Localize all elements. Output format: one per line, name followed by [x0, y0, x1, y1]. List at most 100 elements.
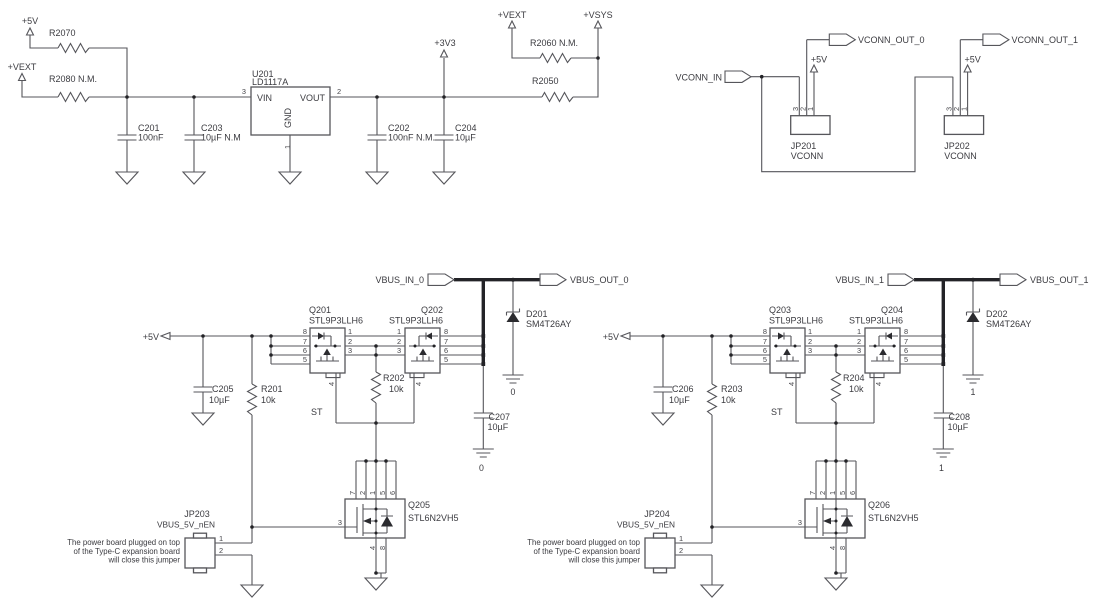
pin-number: 4	[327, 382, 336, 386]
label-st: ST	[311, 407, 323, 417]
label-c203: C203	[201, 123, 223, 133]
pin-number: 7	[763, 337, 767, 346]
part-d202: SM4T26AY	[986, 319, 1031, 329]
label-jp203: JP203	[184, 509, 210, 519]
pin-number: 7	[444, 337, 448, 346]
pin-number: 2	[337, 87, 341, 96]
pin-number: 4	[787, 382, 796, 386]
pin-number: 8	[763, 327, 767, 336]
pin-number: 2	[857, 337, 861, 346]
label-jp202: JP202	[944, 141, 970, 151]
regulator-junctions	[125, 56, 600, 99]
pin-number: 1	[348, 327, 352, 336]
net-vconn-out0: VCONN_OUT_0	[858, 35, 925, 45]
label-jp201: JP201	[791, 141, 817, 151]
net-number: 1	[939, 463, 944, 473]
net-vbus-in: VBUS_IN_1	[835, 275, 884, 285]
label-q204: Q204	[881, 305, 903, 315]
pin-number: 4	[368, 546, 377, 550]
label-c208: C208	[949, 412, 971, 422]
net-vconn-out1: VCONN_OUT_1	[1012, 35, 1079, 45]
label-c206: C206	[672, 384, 694, 394]
pin-number: 5	[444, 355, 448, 364]
pin-number: 8	[303, 327, 307, 336]
pin-number: 1	[828, 491, 837, 495]
part-q203: STL9P3LLH6	[769, 316, 823, 326]
vbus-channel-0: +5V R201 10k C205 10µF Q201 STL9P3LLH6 Q…	[67, 275, 628, 565]
label-r2060: R2060 N.M.	[530, 38, 578, 48]
pin-number: 3	[945, 107, 954, 111]
label-c202: C202	[388, 123, 410, 133]
pin-number: 3	[348, 346, 352, 355]
part-q205: STL6N2VH5	[408, 513, 459, 523]
label-d201: D201	[526, 309, 548, 319]
pin-number: 2	[679, 546, 683, 555]
label-d202: D202	[986, 309, 1008, 319]
pin-name-vout: VOUT	[300, 93, 326, 103]
value-c205: 10µF	[209, 395, 230, 405]
value-c203: 10µF N.M	[201, 133, 241, 143]
pin-number: 1	[679, 534, 683, 543]
net-number: 1	[971, 387, 976, 397]
label-c204: C204	[455, 123, 477, 133]
label-c205: C205	[212, 384, 234, 394]
net-vbus-out: VBUS_OUT_0	[570, 275, 629, 285]
pin-number: 1	[397, 327, 401, 336]
label-st: ST	[771, 407, 783, 417]
value-r203: 10k	[721, 395, 736, 405]
pin-number: 5	[378, 491, 387, 495]
name-jp204: VBUS_5V_nEN	[617, 520, 675, 530]
pin-number: 1	[857, 327, 861, 336]
pin-number: 2	[358, 491, 367, 495]
value-r202: 10k	[389, 384, 404, 394]
pin-number: 1	[808, 327, 812, 336]
ldo-regulator-section: +5V R2070 +VEXT R2080 N.M. C201 100nF C2…	[8, 10, 613, 185]
net-5v: +5V	[603, 332, 619, 342]
label-c207: C207	[489, 412, 511, 422]
part-q202: STL9P3LLH6	[389, 316, 443, 326]
pin-number: 8	[378, 546, 387, 550]
value-r204: 10k	[849, 384, 864, 394]
part-q201: STL9P3LLH6	[309, 316, 363, 326]
pin-number: 1	[806, 107, 815, 111]
label-c201: C201	[138, 123, 160, 133]
pin-number: 1	[959, 107, 968, 111]
label-jp204: JP204	[644, 509, 670, 519]
net-vext: +VEXT	[8, 62, 37, 72]
value-c208: 10µF	[948, 422, 969, 432]
label-q205: Q205	[408, 500, 430, 510]
pin-number: 1	[283, 145, 292, 149]
label-q202: Q202	[421, 305, 443, 315]
value-c206: 10µF	[669, 395, 690, 405]
pin-number: 1	[368, 491, 377, 495]
net-vext2: +VEXT	[498, 10, 527, 20]
pin-number: 7	[348, 491, 357, 495]
pin-number: 5	[904, 355, 908, 364]
label-r2050: R2050	[532, 76, 559, 86]
note-line1: The power board plugged on top	[527, 538, 640, 547]
label-r2080: R2080 N.M.	[49, 74, 97, 84]
pin-number: 8	[904, 327, 908, 336]
note-line1: The power board plugged on top	[67, 538, 180, 547]
pin-number: 8	[838, 546, 847, 550]
pin-number: 5	[838, 491, 847, 495]
pin-number: 2	[397, 337, 401, 346]
u201-body	[250, 86, 331, 136]
part-q206: STL6N2VH5	[868, 513, 919, 523]
label-u201: U201	[252, 69, 274, 79]
net-number: 0	[479, 463, 484, 473]
pin-number: 6	[763, 346, 767, 355]
label-r2070: R2070	[49, 28, 76, 38]
value-c201: 100nF	[138, 133, 164, 143]
pin-number: 6	[303, 346, 307, 355]
note-line3: will close this jumper	[568, 556, 641, 565]
pin-number: 7	[808, 491, 817, 495]
pin-number: 8	[444, 327, 448, 336]
pin-number: 2	[219, 546, 223, 555]
label-r202: R202	[383, 373, 405, 383]
label-r201: R201	[261, 384, 283, 394]
pin-number: 3	[808, 346, 812, 355]
pin-number: 6	[388, 491, 397, 495]
pin-number: 6	[904, 346, 908, 355]
